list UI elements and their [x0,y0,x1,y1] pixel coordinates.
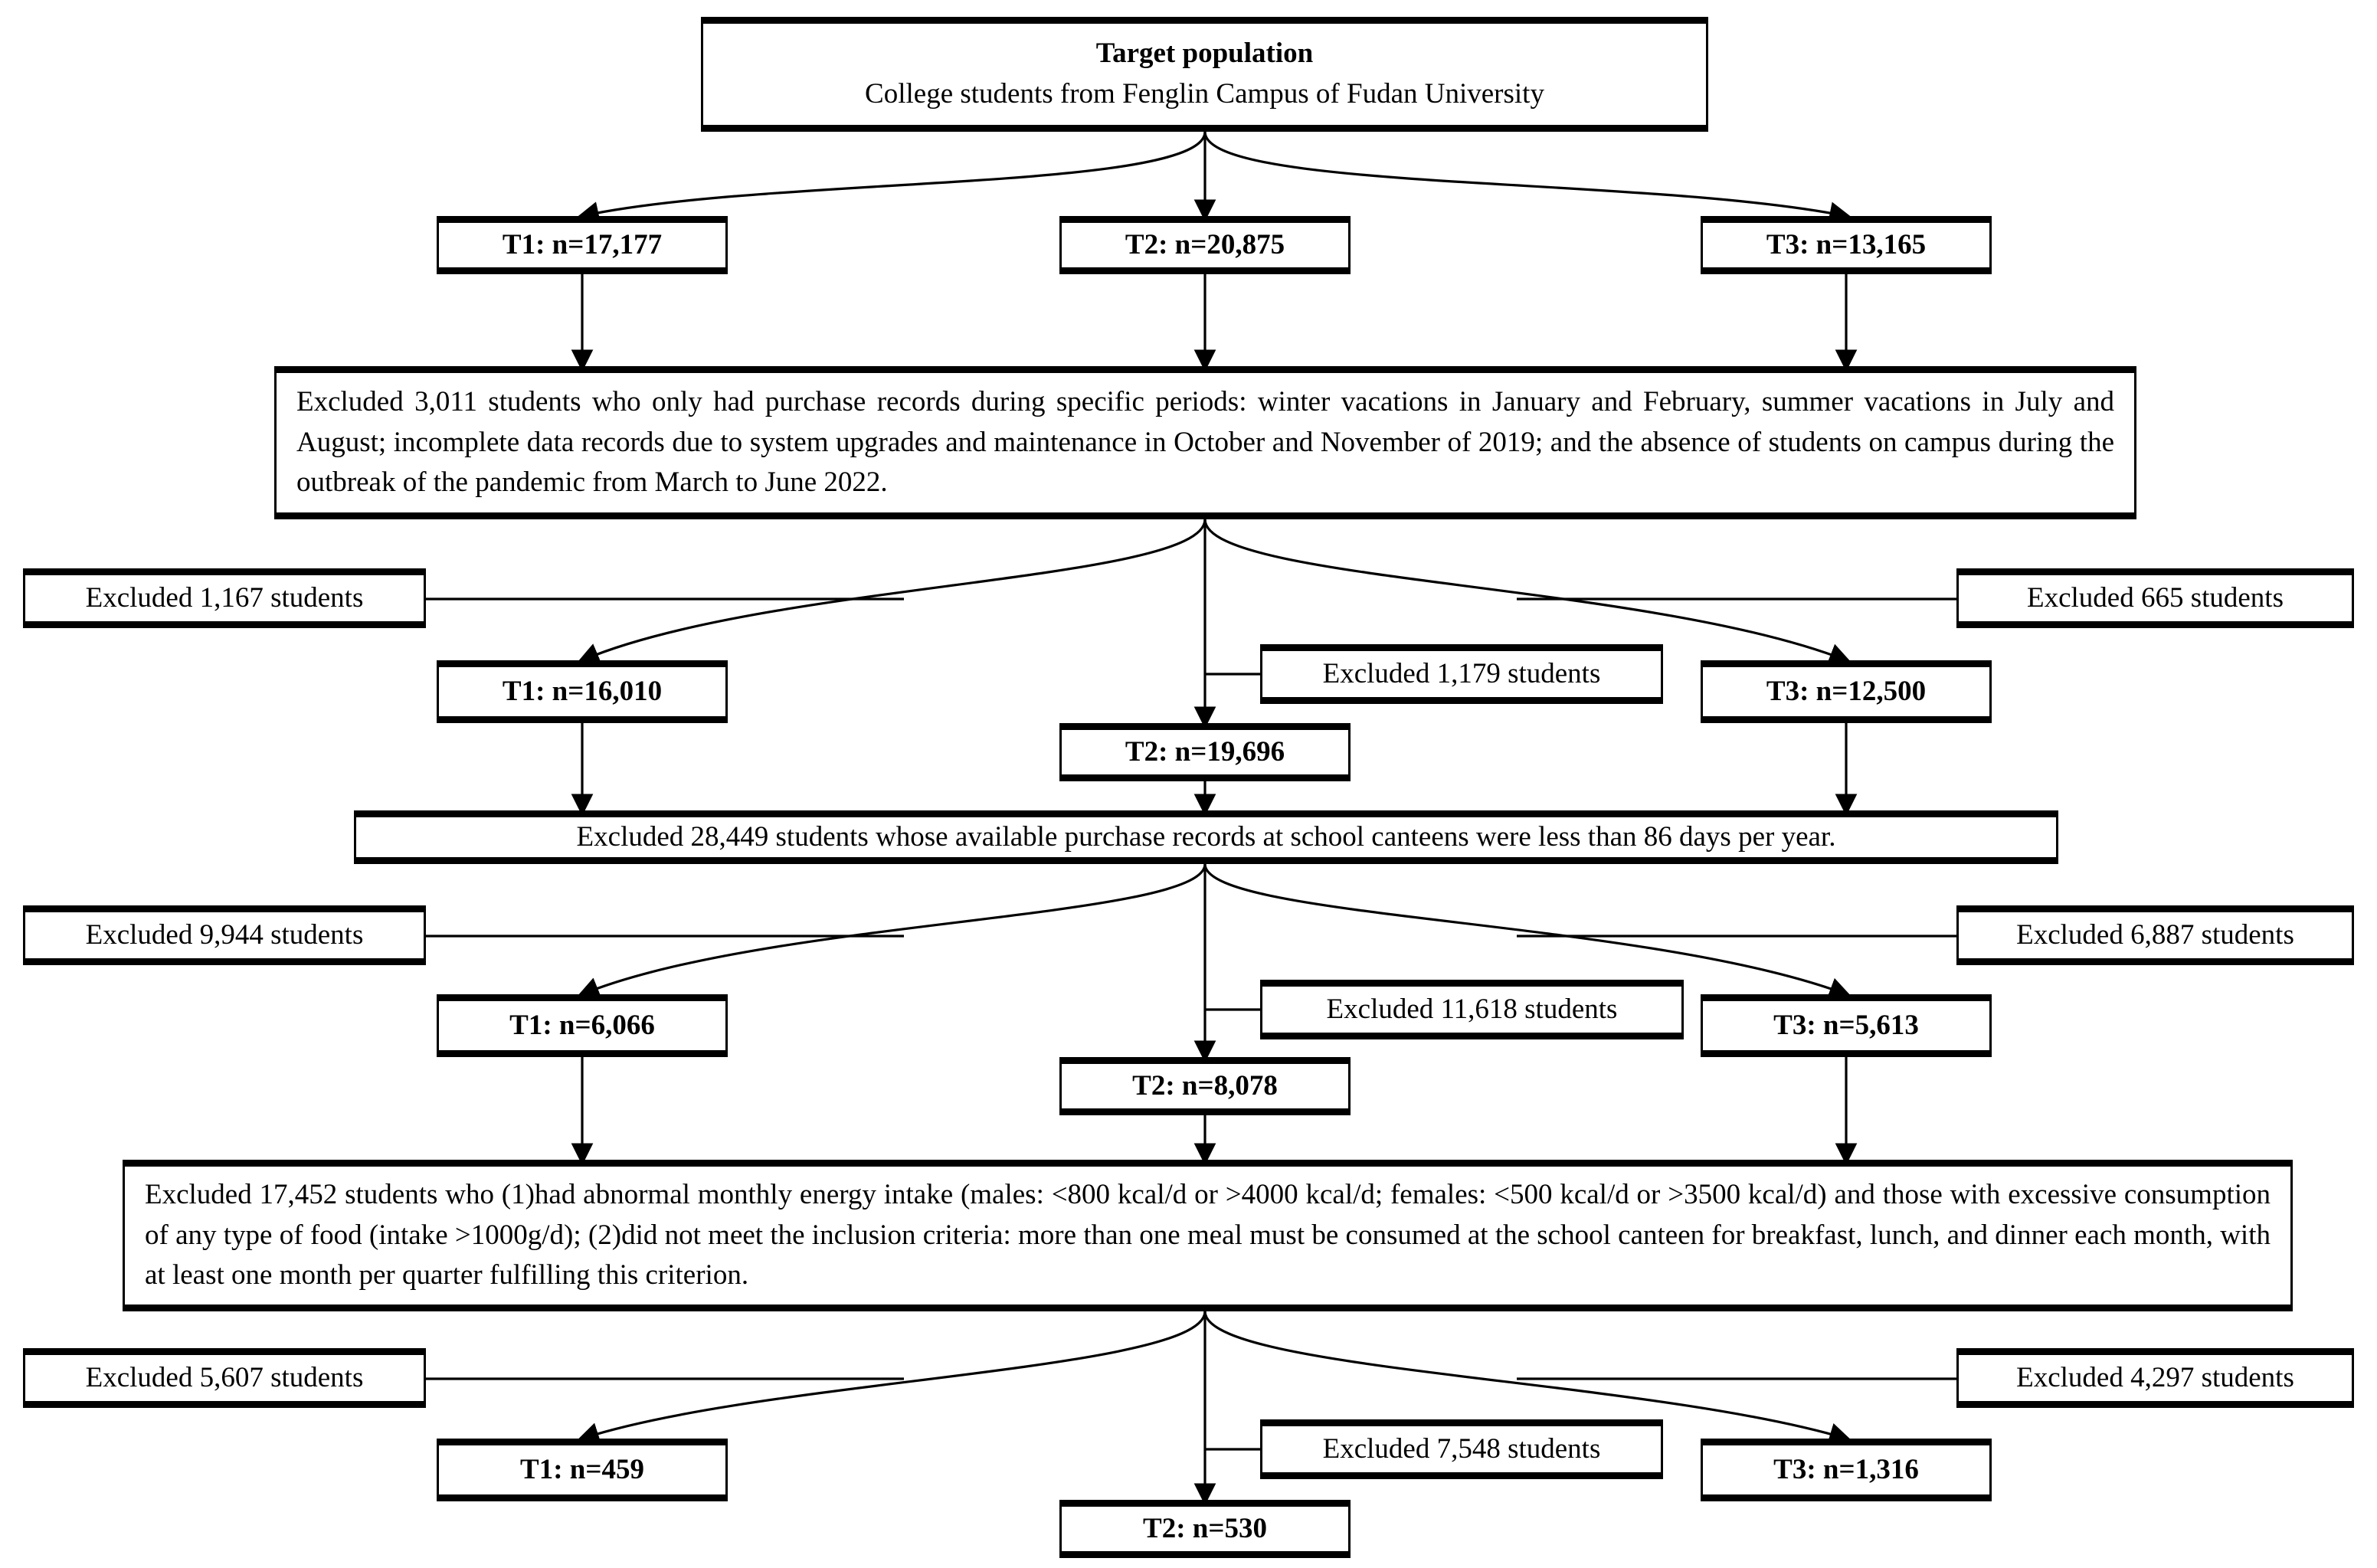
node-level1-t2: T2: n=20,875 [1059,216,1351,274]
node-level2-t2: T2: n=19,696 [1059,723,1351,781]
target-population-subtitle: College students from Fenglin Campus of … [865,78,1544,110]
exclusion-3-text: Excluded 17,452 students who (1)had abno… [145,1179,2271,1291]
node-level3-excluded-t3: Excluded 6,887 students [1956,905,2354,965]
node-level2-excluded-t3: Excluded 665 students [1956,568,2354,628]
level1-t1-label: T1: n=17,177 [502,228,663,260]
level3-excluded-t1-label: Excluded 9,944 students [85,918,364,951]
level3-excluded-t3-label: Excluded 6,887 students [2016,918,2294,951]
node-exclusion-1: Excluded 3,011 students who only had pur… [274,366,2136,519]
level3-t3-label: T3: n=5,613 [1773,1009,1919,1041]
node-level1-t1: T1: n=17,177 [437,216,728,274]
exclusion-1-text: Excluded 3,011 students who only had pur… [296,386,2114,499]
node-level4-excluded-t1: Excluded 5,607 students [23,1348,426,1408]
exclusion-2-text: Excluded 28,449 students whose available… [576,820,1836,853]
level4-excluded-t2-label: Excluded 7,548 students [1322,1432,1601,1465]
level2-t3-label: T3: n=12,500 [1766,675,1927,707]
node-level4-t2: T2: n=530 [1059,1500,1351,1558]
level3-t2-label: T2: n=8,078 [1132,1069,1278,1102]
node-level4-t1: T1: n=459 [437,1439,728,1501]
node-level3-t3: T3: n=5,613 [1701,994,1992,1057]
node-level4-excluded-t2: Excluded 7,548 students [1260,1419,1663,1479]
node-level4-t3: T3: n=1,316 [1701,1439,1992,1501]
node-level3-excluded-t2: Excluded 11,618 students [1260,980,1684,1039]
node-level1-t3: T3: n=13,165 [1701,216,1992,274]
node-level3-t1: T1: n=6,066 [437,994,728,1057]
level2-excluded-t1-label: Excluded 1,167 students [85,581,364,614]
level4-t2-label: T2: n=530 [1143,1512,1267,1544]
level4-t3-label: T3: n=1,316 [1773,1453,1919,1485]
level4-excluded-t1-label: Excluded 5,607 students [85,1361,364,1393]
node-level2-t1: T1: n=16,010 [437,660,728,723]
node-level3-excluded-t1: Excluded 9,944 students [23,905,426,965]
node-level2-t3: T3: n=12,500 [1701,660,1992,723]
level4-t1-label: T1: n=459 [520,1453,644,1485]
node-level3-t2: T2: n=8,078 [1059,1057,1351,1115]
level2-t2-label: T2: n=19,696 [1125,735,1285,768]
node-exclusion-3: Excluded 17,452 students who (1)had abno… [123,1160,2293,1311]
level2-excluded-t3-label: Excluded 665 students [2026,581,2284,614]
node-level4-excluded-t3: Excluded 4,297 students [1956,1348,2354,1408]
level1-t2-label: T2: n=20,875 [1125,228,1285,260]
level4-excluded-t3-label: Excluded 4,297 students [2016,1361,2294,1393]
target-population-title: Target population [1095,38,1314,70]
node-level2-excluded-t1: Excluded 1,167 students [23,568,426,628]
level2-excluded-t2-label: Excluded 1,179 students [1322,657,1601,689]
node-level2-excluded-t2: Excluded 1,179 students [1260,644,1663,704]
level1-t3-label: T3: n=13,165 [1766,228,1927,260]
level3-t1-label: T1: n=6,066 [509,1009,655,1041]
node-exclusion-2: Excluded 28,449 students whose available… [354,810,2058,864]
node-target-population: Target population College students from … [701,17,1708,132]
level2-t1-label: T1: n=16,010 [502,675,663,707]
level3-excluded-t2-label: Excluded 11,618 students [1326,993,1618,1025]
